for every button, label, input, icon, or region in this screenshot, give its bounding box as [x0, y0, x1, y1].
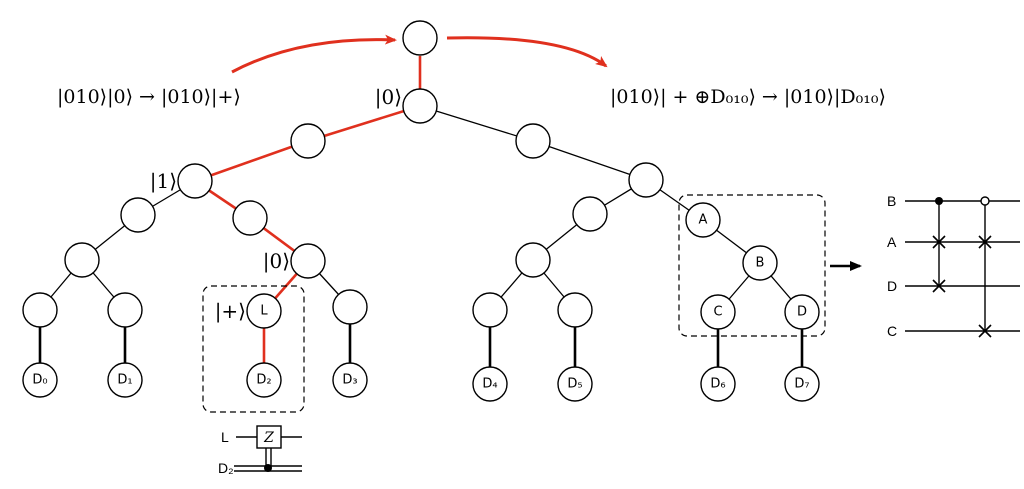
wire-label-d2: D₂: [218, 460, 234, 476]
arrow-out-of-root: [446, 36, 608, 68]
svg-text:D₄: D₄: [482, 377, 497, 392]
svg-text:D₂: D₂: [256, 373, 271, 388]
node-D: D: [784, 294, 820, 330]
leaf-node-d0: D₀: [22, 362, 58, 398]
state-label-left: |1⟩: [150, 169, 177, 194]
controlled-z-circuit: L D₂ Z: [218, 425, 302, 476]
svg-text:D₅: D₅: [567, 377, 582, 392]
node-L: L: [246, 293, 282, 329]
open-control: [980, 196, 990, 206]
tree-node: [332, 289, 368, 325]
wire-label-d: D: [887, 278, 897, 294]
arrow-into-root: [231, 34, 397, 74]
swap-cross: [932, 279, 946, 293]
tree-node: [557, 292, 593, 328]
level1-node: [402, 88, 438, 124]
wire-label-b: B: [887, 193, 896, 209]
node-B: B: [742, 245, 778, 281]
tree-node: [290, 243, 326, 279]
leaf-node-d7: D₇: [784, 366, 820, 402]
tree-node: [232, 200, 268, 236]
state-label-root: |0⟩: [375, 85, 402, 110]
state-label-mid: |0⟩: [263, 249, 290, 274]
svg-text:A: A: [699, 213, 708, 228]
svg-text:C: C: [713, 305, 722, 320]
swap-cross: [932, 235, 946, 249]
wire-label-c: C: [887, 323, 897, 339]
tree-node: [22, 292, 58, 328]
state-label-plus: |+⟩: [215, 299, 246, 324]
tree-node: [290, 123, 326, 159]
tree-node: [472, 292, 508, 328]
leaf-node-d6: D₆: [700, 366, 736, 402]
svg-text:D₇: D₇: [794, 377, 809, 392]
swap-cross: [978, 235, 992, 249]
leaf-node-d5: D₅: [557, 366, 593, 402]
z-gate: [256, 425, 282, 449]
tree-node: [515, 242, 551, 278]
leaf-node-d2: D₂: [246, 362, 282, 398]
leaf-connectors: [38, 323, 804, 367]
equation-right: |010⟩| + ⊕D₀₁₀⟩ → |010⟩|D₀₁₀⟩: [610, 86, 886, 108]
swap-circuit: B A D C: [887, 193, 1020, 339]
svg-text:D₁: D₁: [117, 373, 132, 388]
control-dot: [935, 197, 943, 205]
tree-node: [572, 196, 608, 232]
tree-node: [64, 242, 100, 278]
dashed-box-left: [202, 285, 305, 413]
wire-label-a: A: [887, 234, 897, 250]
equation-left: |010⟩|0⟩ → |010⟩|+⟩: [57, 86, 241, 108]
leaf-node-d1: D₁: [107, 362, 143, 398]
tree-nodes: [22, 20, 664, 328]
root-node: [402, 20, 438, 56]
node-A: A: [685, 202, 721, 238]
svg-text:Z: Z: [263, 430, 274, 446]
svg-text:D: D: [797, 305, 807, 320]
leaf-node-d4: D₄: [472, 366, 508, 402]
tree-node: [120, 197, 156, 233]
tree-node: [107, 292, 143, 328]
svg-text:D₃: D₃: [342, 373, 357, 388]
svg-text:B: B: [756, 256, 765, 271]
svg-text:D₆: D₆: [710, 377, 725, 392]
svg-text:L: L: [260, 304, 268, 319]
tree-node: [628, 162, 664, 198]
tree-node: [177, 163, 213, 199]
classical-control-dot: [264, 464, 272, 472]
tree-node: [515, 123, 551, 159]
dashed-box-right: [678, 194, 826, 337]
leaf-node-d3: D₃: [332, 362, 368, 398]
svg-text:D₀: D₀: [32, 373, 47, 388]
node-C: C: [700, 294, 736, 330]
wire-label-l: L: [221, 429, 229, 445]
swap-cross: [978, 324, 992, 338]
